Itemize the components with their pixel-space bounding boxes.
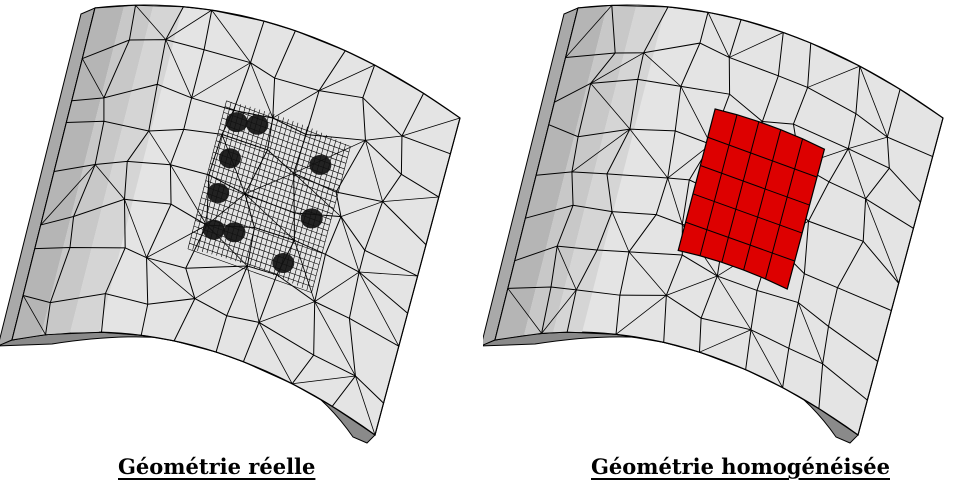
refined-mesh-cluster [272, 252, 295, 273]
refined-mesh-cluster [207, 183, 230, 204]
shell [483, 4, 944, 444]
insert-region [677, 108, 826, 290]
shell-shade-band [41, 5, 154, 336]
caption-real-geometry: Géométrie réelle [118, 454, 316, 479]
real-geometry-mesh-figure [0, 4, 461, 444]
refined-mesh-cluster [246, 114, 269, 135]
shell [0, 4, 461, 444]
refined-mesh-cluster [202, 219, 225, 240]
caption-homogenized-geometry: Géométrie homogénéisée [591, 454, 890, 479]
homogenized-geometry-mesh-figure [483, 4, 944, 444]
insert-region [187, 100, 351, 293]
refined-mesh-cluster [309, 154, 332, 175]
refined-mesh-cluster [223, 222, 246, 243]
panel-real-geometry: Géométrie réelle [0, 4, 461, 479]
homogenized-insert [677, 108, 826, 290]
refined-mesh-cluster [300, 208, 323, 229]
shell-shade-band [524, 5, 637, 336]
panel-homogenized-geometry: Géométrie homogénéisée [483, 0, 966, 486]
refined-mesh-cluster [218, 148, 241, 169]
refined-mesh-cluster [225, 112, 248, 133]
shell-shade-band [12, 5, 125, 341]
